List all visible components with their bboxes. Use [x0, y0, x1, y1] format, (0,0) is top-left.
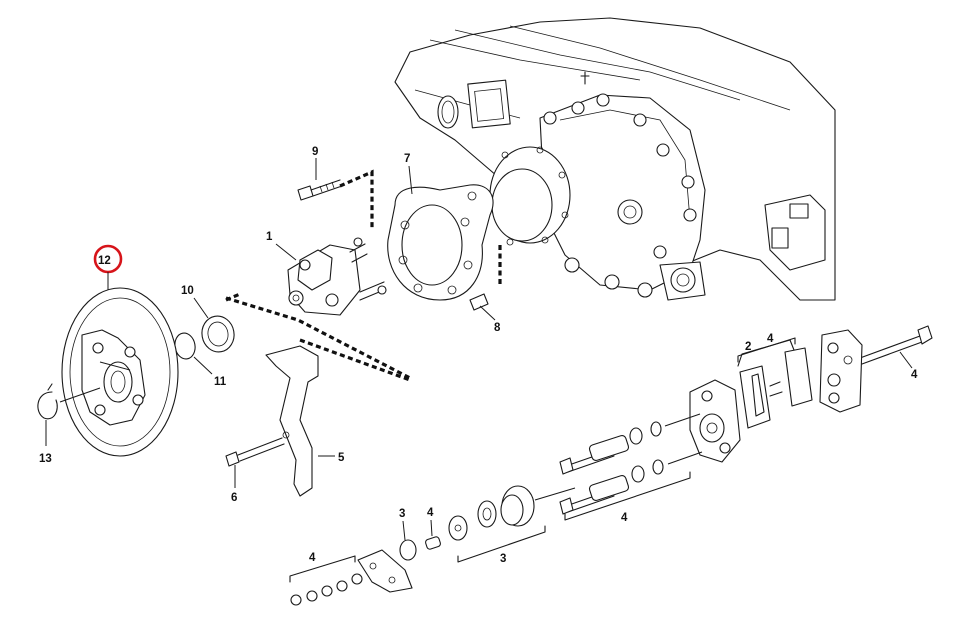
callout-13: 13 — [39, 453, 52, 465]
callout-12: 12 — [98, 255, 111, 267]
part-10-seal — [193, 297, 235, 353]
part-9-bolt — [297, 158, 343, 201]
callout-1: 1 — [266, 231, 273, 243]
part-6-bolt — [225, 437, 285, 488]
caliper-half-left — [689, 379, 741, 463]
mount-line-9 — [339, 169, 374, 230]
carrier-bolts — [543, 93, 697, 298]
housing-port — [437, 95, 459, 129]
callout-3-top: 3 — [399, 508, 405, 520]
inspection-plate — [467, 79, 511, 129]
callout-4-top: 4 — [767, 333, 774, 345]
group-bracket-4-lower — [564, 471, 691, 521]
callout-10: 10 — [181, 285, 194, 297]
part-3-seal-kit — [448, 485, 576, 541]
pinion-plug — [617, 199, 643, 225]
callout-9: 9 — [312, 146, 318, 158]
group-bracket-4-bottom — [289, 555, 356, 583]
callout-6: 6 — [231, 492, 237, 504]
part-13-circlip — [37, 383, 101, 446]
axle-housing — [394, 17, 836, 301]
callout-4-middle: 4 — [621, 512, 628, 524]
callout-4-pin: 4 — [427, 507, 434, 519]
piston-bolt-upper — [559, 421, 662, 475]
part-12-brake-disc — [61, 287, 179, 457]
caliper-half-right — [819, 329, 863, 413]
callout-2: 2 — [745, 341, 751, 353]
bottom-components — [357, 536, 441, 593]
part-4-long-bolt — [859, 325, 933, 369]
part-2-brake-pads — [737, 339, 813, 429]
callout-4-right: 4 — [911, 369, 918, 381]
part-8-pin — [469, 293, 496, 321]
piston-bolt-lower — [559, 459, 664, 515]
callout-5: 5 — [338, 452, 345, 464]
flange-bolts — [501, 146, 569, 246]
callout-11: 11 — [214, 376, 227, 388]
bracket-holes — [398, 191, 477, 295]
part-5-shield — [265, 345, 335, 497]
part-7-anchor-bracket — [387, 184, 494, 301]
callout-3-bottom: 3 — [500, 553, 506, 565]
hub-studs — [92, 342, 144, 416]
part-1-caliper — [275, 237, 387, 316]
callout-4-bottom: 4 — [309, 552, 316, 564]
group-bracket-3 — [457, 525, 546, 563]
washer-set — [290, 573, 363, 606]
callout-8: 8 — [494, 322, 501, 334]
group-bracket-2-4 — [737, 337, 796, 363]
callout-7: 7 — [404, 153, 410, 165]
pinion-nut — [670, 267, 696, 293]
